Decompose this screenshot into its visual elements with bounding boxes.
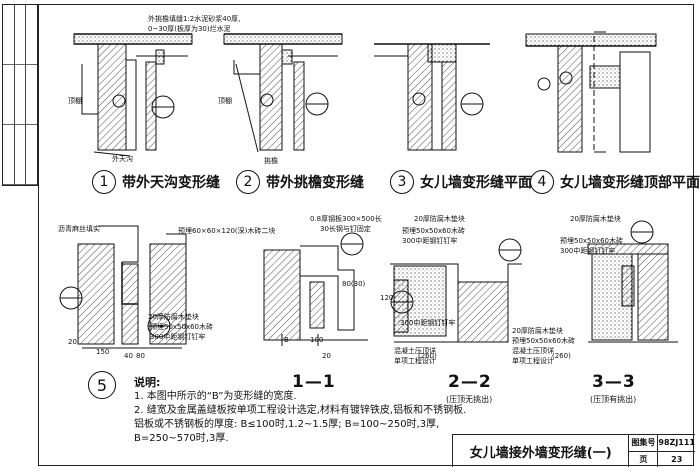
detail-caption-1: 1 带外天沟变形缝: [92, 170, 220, 194]
annotation: 预埋60×60×120(深)木砖二块: [178, 227, 276, 235]
sidebar-cell: [3, 65, 14, 125]
detail-linework: [59, 31, 678, 349]
sidebar-cell: [14, 65, 26, 125]
sidebar-cell: [26, 5, 38, 65]
title-block: 女儿墙接外墙变形缝(一) 图集号 98ZJ111 页 23: [452, 434, 695, 467]
sidebar-column: [26, 5, 38, 185]
annotation: 外天沟: [112, 155, 133, 163]
sidebar-column: [3, 5, 15, 185]
annotation: 沥青麻丝填实: [58, 225, 100, 233]
detail-3-drawing: [374, 43, 490, 151]
annotation: 300中距钢钉钉牢: [402, 237, 458, 245]
drawing-title: 女儿墙接外墙变形缝(一): [453, 435, 630, 467]
sidebar-cell: [26, 65, 38, 125]
annotation: 300中距钢钉钉牢: [400, 319, 456, 327]
annotation: 混凝土压顶详: [394, 347, 436, 355]
section-1-1-drawing: [263, 232, 368, 346]
dimension: 80: [136, 352, 145, 360]
notes-line: 2. 缝宽及金属盖缝板按单项工程设计选定,材料有镀锌铁皮,铝板和不锈钢板.: [134, 405, 467, 416]
section-sub-2-2: (压顶无挑出): [446, 395, 493, 404]
detail-number-5: 5: [88, 371, 116, 399]
detail-number-3: 3: [390, 170, 414, 194]
annotation: 预埋50x50x60木砖: [512, 337, 576, 345]
annotation: 300中距钢钉钉牢: [560, 247, 616, 255]
dimension: 100: [310, 336, 324, 344]
annotation: 300中距钢钉钉牢: [150, 333, 206, 341]
section-label-3-3: 3—3: [592, 372, 636, 392]
section-sub-3-3: (压顶有挑出): [590, 395, 637, 404]
annotation: 0~30厚(板厚为30)烂水泥: [148, 25, 231, 33]
page-label: 页: [629, 451, 659, 467]
page-number: 23: [671, 454, 683, 464]
detail-4-drawing: [525, 31, 657, 153]
annotation: 30长钢与钉固定: [320, 225, 371, 233]
annotation: 预埋50x50x60木砖: [150, 323, 214, 331]
section-label-2-2: 2—2: [448, 372, 492, 392]
dimension: (260): [552, 352, 571, 360]
detail-caption-4: 4 女儿墙变形缝顶部平面: [530, 170, 700, 194]
annotation: 挑檐: [264, 157, 278, 165]
atlas-number-label: 图集号: [629, 435, 659, 451]
dimension: 150: [96, 348, 110, 356]
detail-caption-text: 女儿墙变形缝顶部平面: [560, 175, 700, 191]
annotation: 外挑檐填缝1:2水泥砂浆40厚,: [148, 15, 241, 23]
annotation: 预埋50x50x60木砖: [402, 227, 466, 235]
approval-sidebar: [2, 4, 38, 186]
title-block-info: 图集号 98ZJ111 页 23: [629, 435, 695, 467]
notes-line: B=250~570时,3厚.: [134, 433, 229, 444]
dimension: 20: [68, 338, 77, 346]
detail-2-drawing: [223, 33, 343, 153]
annotation: 20厚防腐木垫块: [414, 215, 465, 223]
detail-caption-text: 女儿墙变形缝平面: [420, 175, 532, 191]
sidebar-cell: [14, 125, 26, 185]
drawing-notes: 说明: 1. 本图中所示的“B”为变形缝的宽度. 2. 缝宽及金属盖缝板按单项工…: [134, 376, 466, 446]
annotation: 预埋50x50x60木砖: [560, 237, 624, 245]
annotation: 顶棚: [68, 97, 82, 105]
section-label-1-1: 1—1: [292, 372, 336, 392]
detail-1-drawing: [73, 33, 193, 157]
detail-caption-text: 带外挑檐变形缝: [266, 175, 364, 191]
sheet-frame: [38, 4, 694, 466]
dimension: 120: [380, 294, 394, 302]
annotation: 单项工程设计: [394, 357, 436, 365]
dimension: (260): [418, 352, 437, 360]
detail-number-4: 4: [530, 170, 554, 194]
annotation: 20厚防腐木垫块: [148, 313, 199, 321]
annotation: 顶棚: [218, 97, 232, 105]
sidebar-cell: [3, 125, 14, 185]
annotation: 20厚防腐木垫块: [512, 327, 563, 335]
atlas-number-value: 98ZJ111: [658, 438, 695, 448]
dimension: 20: [322, 352, 331, 360]
sidebar-cell: [14, 5, 26, 65]
detail-caption-3: 3 女儿墙变形缝平面: [390, 170, 532, 194]
sidebar-cell: [3, 5, 14, 65]
sidebar-column: [14, 5, 27, 185]
notes-line: 1. 本图中所示的“B”为变形缝的宽度.: [134, 391, 297, 402]
dimension: 40: [124, 352, 133, 360]
detail-5-drawing: [59, 225, 187, 349]
annotation: 0.8厚钢板300×500长: [310, 215, 382, 223]
dimension: 80(30): [342, 280, 366, 288]
title-block-row: 图集号 98ZJ111: [629, 435, 695, 452]
sidebar-cell: [26, 125, 38, 185]
annotation: 单项工程设计: [512, 357, 554, 365]
detail-number-1: 1: [92, 170, 116, 194]
detail-number-2: 2: [236, 170, 260, 194]
title-block-row: 页 23: [629, 451, 695, 467]
section-3-3-drawing: [587, 220, 678, 343]
notes-title: 说明:: [134, 376, 161, 389]
annotation: 20厚防腐木垫块: [570, 215, 621, 223]
section-2-2-drawing: [390, 238, 522, 343]
notes-line: 铝板或不锈钢板的厚度: B≤100时,1.2~1.5厚; B=100~250时,…: [134, 419, 440, 430]
annotation: 混凝土压顶详: [512, 347, 554, 355]
dimension: B: [284, 336, 289, 344]
detail-caption-2: 2 带外挑檐变形缝: [236, 170, 364, 194]
detail-caption-text: 带外天沟变形缝: [122, 175, 220, 191]
